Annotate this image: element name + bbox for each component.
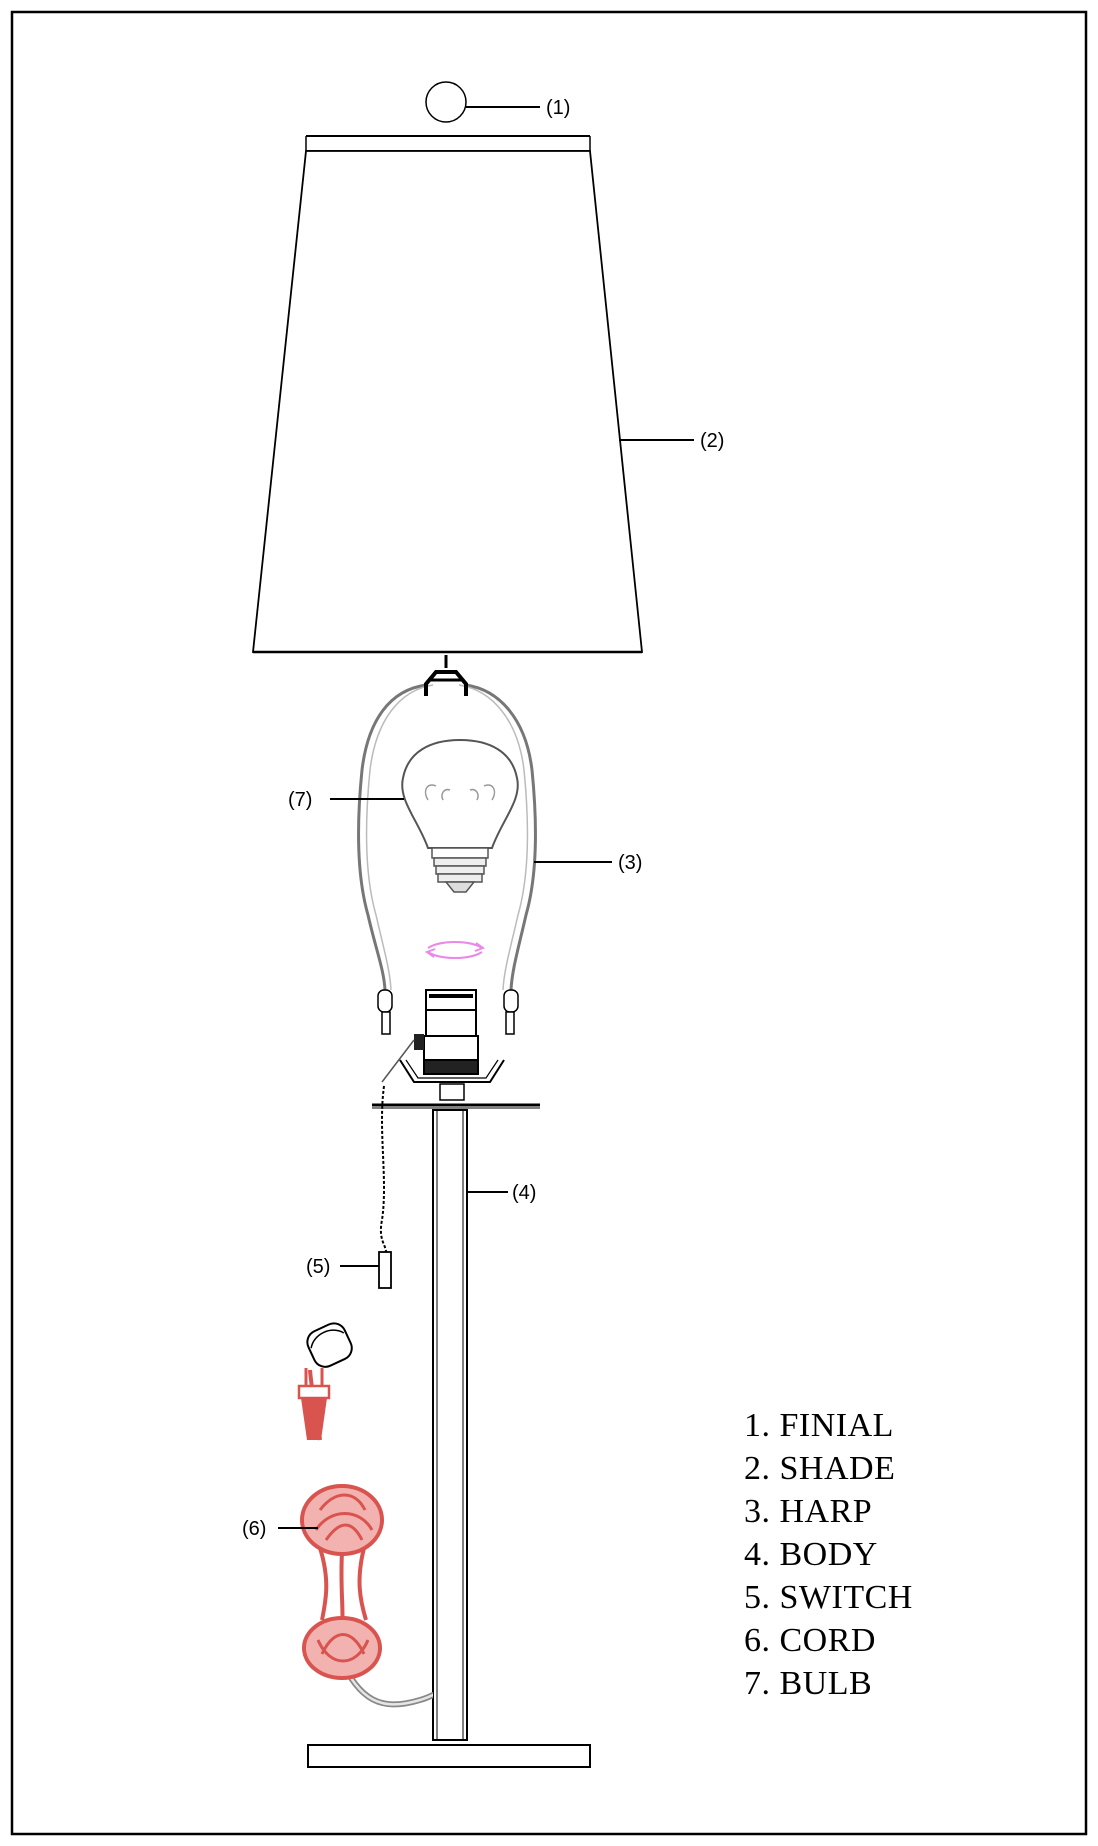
cord-part: [297, 1322, 434, 1708]
legend-item-cord: 6. CORD: [744, 1622, 876, 1659]
body-part: [307, 1109, 591, 1768]
legend-item-bulb: 7. BULB: [744, 1665, 873, 1702]
legend-item-finial: 1. FINIAL: [744, 1407, 894, 1444]
rotation-arrow-icon: [424, 941, 486, 959]
shade-callout: (2): [700, 430, 724, 452]
switch-callout: (5): [306, 1256, 330, 1278]
parts-legend: 1. FINIAL 2. SHADE 3. HARP 4. BODY 5. SW…: [744, 1404, 913, 1705]
legend-item-harp: 3. HARP: [744, 1493, 873, 1530]
harp-bottom-bracket: [372, 1103, 540, 1109]
body-callout: (4): [512, 1182, 536, 1204]
legend-item-switch: 5. SWITCH: [744, 1579, 913, 1616]
harp-top-saddle: [424, 655, 468, 696]
diagram-border: [10, 10, 1088, 1836]
finial-part: [425, 81, 467, 123]
bulb-callout: (7): [288, 789, 312, 811]
legend-item-shade: 2. SHADE: [744, 1450, 896, 1487]
bulb-part: [401, 738, 519, 893]
harp-feet: [377, 989, 519, 1035]
switch-part: [378, 1085, 392, 1289]
harp-callout: (3): [618, 852, 642, 874]
cord-callout: (6): [242, 1518, 266, 1540]
finial-callout: (1): [546, 97, 570, 119]
legend-item-body: 4. BODY: [744, 1536, 878, 1573]
harp-part: [357, 683, 537, 991]
socket-part: [381, 989, 505, 1101]
shade-part: [251, 135, 643, 654]
plug-cap: [306, 1322, 353, 1368]
